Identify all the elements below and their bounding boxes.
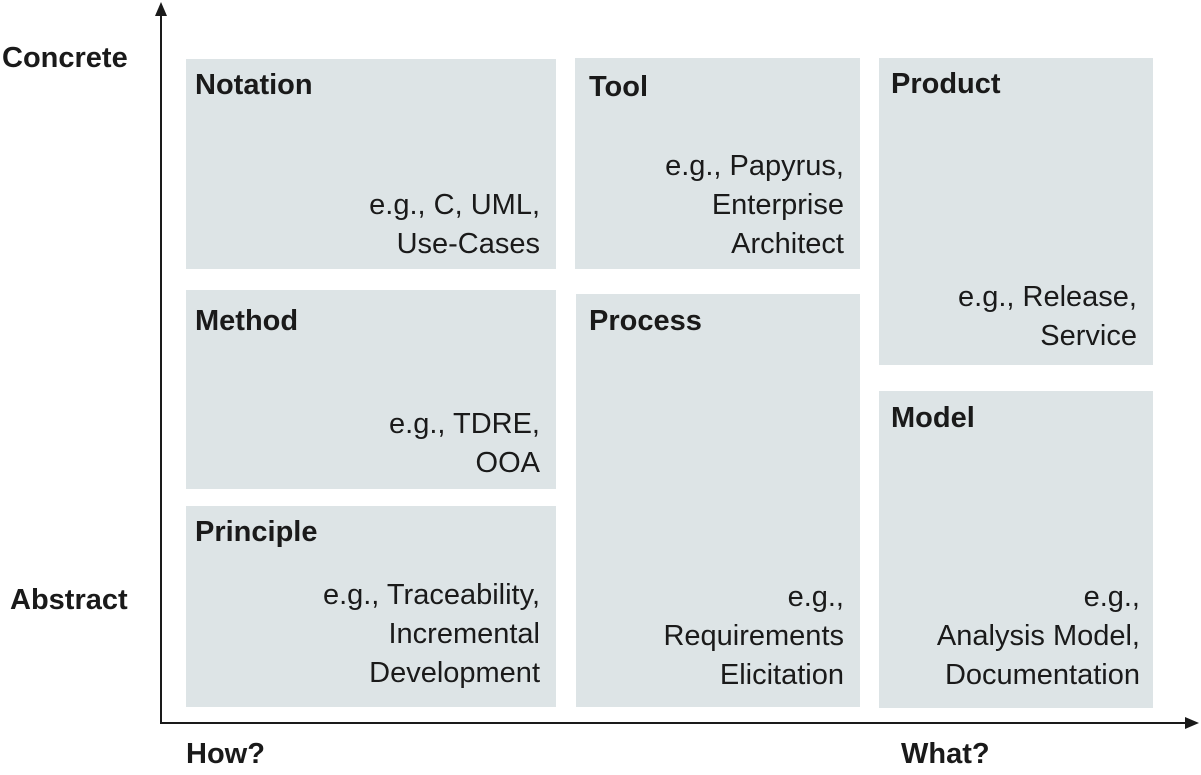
notation-title: Notation [195,69,313,101]
tool-title: Tool [589,71,649,103]
tool-example-line: Architect [731,228,844,260]
product-example-line: Service [1040,320,1137,352]
method-title: Method [195,305,299,337]
principle-example-line: Development [369,657,540,689]
product-examples: e.g., Release, Service [958,278,1137,356]
product-box: Product e.g., Release, Service [879,58,1153,365]
model-example-line: Documentation [944,659,1140,691]
principle-box: Principle e.g., Traceability, Incrementa… [186,506,556,707]
tool-example-line: Enterprise [711,189,844,221]
tool-box: Tool e.g., Papyrus, Enterprise Architect [575,58,860,269]
x-axis-right-label: What? [901,738,990,770]
process-example-line: Elicitation [719,659,844,691]
process-title: Process [589,305,702,337]
process-examples: e.g., Requirements Elicitation [663,578,844,695]
process-example-line: e.g., [787,581,844,613]
x-axis-left-label: How? [186,738,265,770]
process-example-line: Requirements [663,620,844,652]
principle-example-line: Incremental [388,618,540,650]
product-title: Product [891,68,1001,100]
method-examples: e.g., TDRE, OOA [389,405,540,483]
notation-box: Notation e.g., C, UML, Use-Cases [186,59,556,269]
model-box: Model e.g., Analysis Model, Documentatio… [879,391,1153,708]
principle-example-line: e.g., Traceability, [322,579,540,611]
principle-title: Principle [195,516,318,548]
model-examples: e.g., Analysis Model, Documentation [937,578,1140,695]
notation-example-line: e.g., C, UML, [369,189,540,221]
y-axis-bottom-label: Abstract [10,584,128,616]
model-example-line: e.g., [1083,581,1140,613]
principle-examples: e.g., Traceability, Incremental Developm… [323,576,540,693]
tool-example-line: e.g., Papyrus, [665,150,844,182]
method-example-line: OOA [475,447,540,479]
method-box: Method e.g., TDRE, OOA [186,290,556,489]
product-example-line: e.g., Release, [958,281,1137,313]
process-box: Process e.g., Requirements Elicitation [576,294,860,707]
model-title: Model [891,402,975,434]
y-axis-arrowhead [155,2,167,16]
model-example-line: Analysis Model, [936,620,1140,652]
method-example-line: e.g., TDRE, [389,408,540,440]
notation-examples: e.g., C, UML, Use-Cases [369,186,540,264]
tool-examples: e.g., Papyrus, Enterprise Architect [665,147,844,264]
x-axis-arrowhead [1185,717,1199,729]
notation-example-line: Use-Cases [396,228,540,260]
y-axis-top-label: Concrete [2,42,128,74]
